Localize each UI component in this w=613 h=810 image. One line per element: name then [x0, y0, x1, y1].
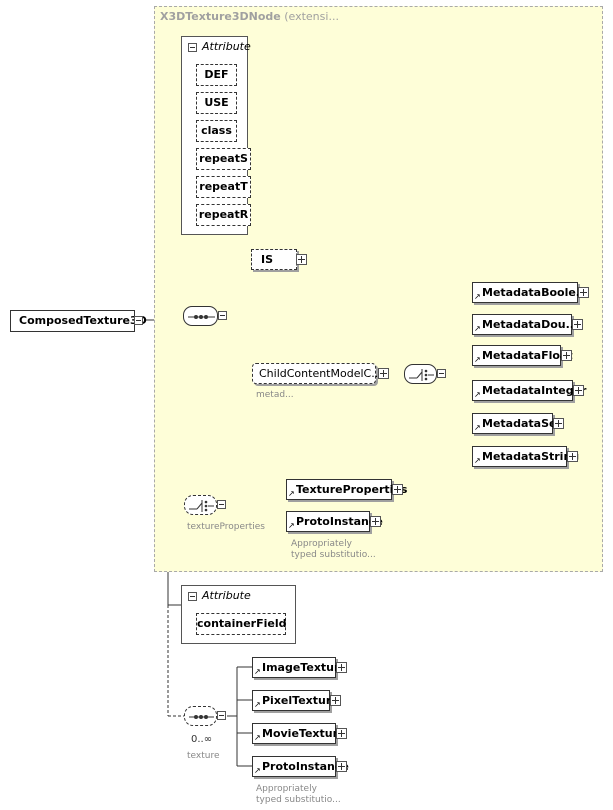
attribute-repeat-s[interactable]: repeatS: [196, 148, 251, 170]
sequence-icon: [189, 715, 214, 719]
metadata-set-expand-icon[interactable]: [553, 418, 564, 429]
element-image-texture[interactable]: ↗ImageTexture: [252, 657, 347, 678]
reference-arrow-icon: ↗: [254, 733, 261, 742]
attribute-repeat-r[interactable]: repeatR: [196, 204, 251, 226]
reference-arrow-icon: ↗: [288, 521, 295, 530]
texture-properties-expand-icon[interactable]: [392, 484, 403, 495]
choice-icon: [189, 500, 214, 512]
choice-collapse-icon[interactable]: [437, 369, 446, 378]
sequence-collapse-icon[interactable]: [218, 311, 227, 320]
texture-sequence[interactable]: [184, 706, 217, 726]
element-texture-properties[interactable]: ↗TextureProperties: [286, 479, 407, 500]
image-texture-expand-icon[interactable]: [336, 662, 347, 673]
metadata-float-expand-icon[interactable]: [561, 350, 572, 361]
texture-caption: texture: [187, 751, 220, 761]
root-element[interactable]: ComposedTexture3D: [10, 310, 147, 332]
reference-arrow-icon: ↗: [254, 667, 261, 676]
sequence-icon: [188, 315, 215, 319]
reference-arrow-icon: ↗: [474, 390, 481, 399]
choice-icon: [409, 369, 434, 381]
extension-title: X3DTexture3DNode (extensi...: [160, 10, 339, 23]
child-content-expand-icon[interactable]: [378, 368, 389, 379]
attribute-group-heading: Attribute: [202, 40, 251, 53]
metadata-double-expand-icon[interactable]: [572, 319, 583, 330]
attribute-container-field[interactable]: containerField: [196, 613, 286, 635]
child-content-caption: metad...: [256, 390, 294, 400]
movie-texture-expand-icon[interactable]: [336, 728, 347, 739]
texture-sequence-collapse-icon[interactable]: [217, 711, 226, 720]
texture-properties-collapse-icon[interactable]: [217, 500, 226, 509]
element-proto-instance-2[interactable]: ↗ProtoInstance: [252, 756, 349, 777]
texture-properties-note-2: typed substitutio...: [291, 550, 376, 560]
element-proto-instance-1[interactable]: ↗ProtoInstance: [286, 511, 383, 532]
element-metadata-double[interactable]: ↗MetadataDou...: [472, 314, 578, 335]
pixel-texture-expand-icon[interactable]: [330, 695, 341, 706]
attribute-repeat-t[interactable]: repeatT: [196, 176, 251, 198]
element-movie-texture[interactable]: ↗MovieTexture: [252, 723, 345, 744]
reference-arrow-icon: ↗: [474, 355, 481, 364]
attribute-class[interactable]: class: [196, 120, 237, 142]
child-content-model-group[interactable]: ChildContentModelC...: [252, 363, 382, 384]
texture-properties-choice[interactable]: [184, 495, 217, 515]
element-metadata-set[interactable]: ↗MetadataSet: [472, 413, 562, 434]
extension-suffix: (extensi...: [280, 10, 339, 23]
texture-properties-caption: textureProperties: [187, 522, 265, 532]
texture-properties-note-1: Appropriately: [291, 539, 352, 549]
metadata-integer-expand-icon[interactable]: [573, 385, 584, 396]
attribute-def[interactable]: DEF: [196, 64, 237, 86]
texture-multiplicity: 0..∞: [191, 734, 213, 745]
attribute-group-collapse-icon[interactable]: [188, 592, 197, 601]
attribute-group-heading: Attribute: [202, 589, 251, 602]
element-is[interactable]: IS: [251, 249, 297, 270]
reference-arrow-icon: ↗: [474, 292, 481, 301]
reference-arrow-icon: ↗: [254, 700, 261, 709]
metadata-string-expand-icon[interactable]: [567, 451, 578, 462]
reference-arrow-icon: ↗: [474, 423, 481, 432]
element-metadata-float[interactable]: ↗MetadataFloat: [472, 345, 573, 366]
element-pixel-texture[interactable]: ↗PixelTexture: [252, 690, 339, 711]
attribute-use[interactable]: USE: [196, 92, 237, 114]
choice-compositor[interactable]: [404, 364, 437, 384]
root-element-label: ComposedTexture3D: [19, 314, 147, 327]
element-metadata-integer[interactable]: ↗MetadataInteger: [472, 380, 586, 401]
metadata-boolean-expand-icon[interactable]: [578, 287, 589, 298]
sequence-compositor[interactable]: [183, 306, 218, 326]
reference-arrow-icon: ↗: [474, 324, 481, 333]
reference-arrow-icon: ↗: [474, 456, 481, 465]
proto-instance-1-expand-icon[interactable]: [370, 516, 381, 527]
reference-arrow-icon: ↗: [288, 489, 295, 498]
root-collapse-icon[interactable]: [134, 316, 143, 325]
attribute-group-collapse-icon[interactable]: [188, 43, 197, 52]
extension-name: X3DTexture3DNode: [160, 10, 281, 23]
reference-arrow-icon: ↗: [254, 766, 261, 775]
element-metadata-string[interactable]: ↗MetadataString: [472, 446, 579, 467]
proto-instance-2-expand-icon[interactable]: [336, 761, 347, 772]
texture-note-1: Appropriately: [256, 784, 317, 794]
texture-note-2: typed substitutio...: [256, 795, 341, 805]
is-expand-icon[interactable]: [296, 254, 307, 265]
element-metadata-boolean[interactable]: ↗MetadataBoole...: [472, 282, 588, 303]
